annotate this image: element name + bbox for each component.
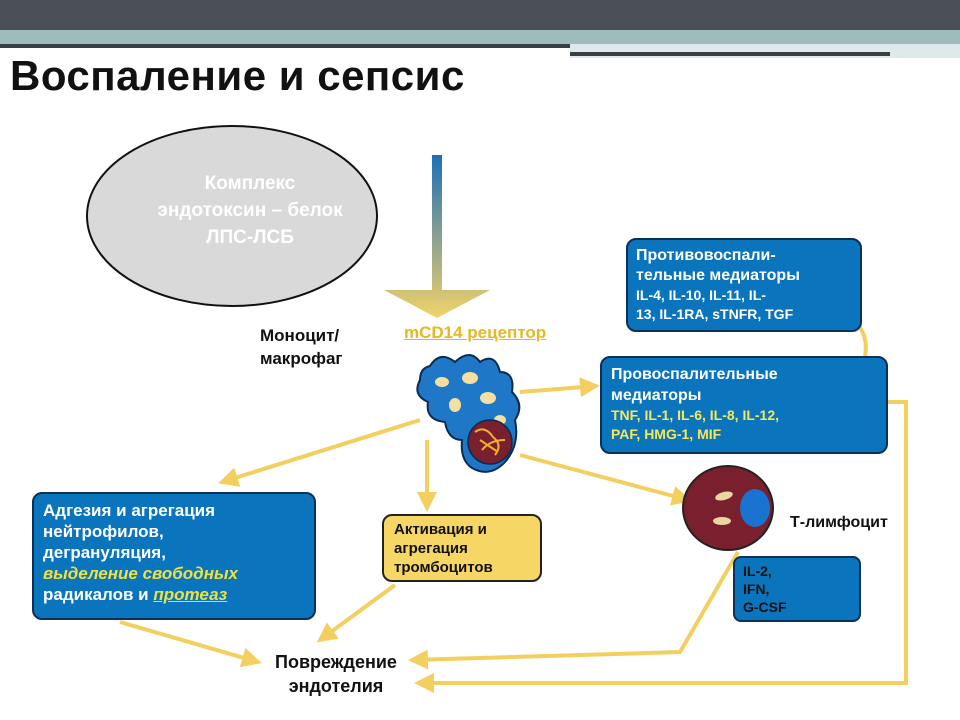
- t-cell-label: Т-лимфоцит: [790, 514, 888, 531]
- top-bar: [0, 0, 960, 30]
- pro-inflammatory-box: Провоспалительные медиаторы TNF, IL-1, I…: [600, 356, 888, 454]
- cytokines-box: IL-2, IFN, G-CSF: [733, 556, 861, 622]
- anti-list-2: 13, IL-1RA, sTNFR, TGF: [636, 306, 794, 322]
- anti-list-1: IL-4, IL-10, IL-11, IL-: [636, 287, 766, 303]
- complex-text: Комплекс эндотоксин – белок ЛПС-ЛСБ: [120, 170, 380, 250]
- gradient-arrow: [384, 155, 490, 318]
- platelets-line-2: агрегация: [394, 540, 468, 557]
- adhesion-line-3: дегрануляция,: [43, 543, 166, 562]
- arrow-to-adhesion: [218, 418, 421, 487]
- cytokines-line-3: G-CSF: [743, 599, 787, 615]
- pro-line-2: медиаторы: [611, 387, 702, 404]
- damage-label: Повреждение эндотелия: [256, 650, 416, 698]
- anti-line-2: тельные медиаторы: [636, 267, 800, 284]
- arrow-platelets-to-damage: [316, 583, 397, 643]
- adhesion-line-4: выделение свободных: [43, 564, 238, 583]
- cytokines-line-2: IFN,: [743, 581, 770, 597]
- title-rule-right: [570, 52, 890, 56]
- arrow-to-pro: [519, 377, 600, 398]
- pro-line-1: Провоспалительные: [611, 366, 778, 383]
- receptor-label: mCD14 рецептор: [404, 323, 547, 342]
- anti-inflammatory-box: Противовоспали- тельные медиаторы IL-4, …: [626, 238, 862, 332]
- monocyte-line-2: макрофаг: [260, 349, 343, 368]
- arrow-pro-to-damage: [414, 400, 908, 693]
- page-title: Воспаление и сепсис: [10, 52, 465, 99]
- arrow-to-tcell: [519, 453, 692, 506]
- adhesion-box: Адгезия и агрегация нейтрофилов, деграну…: [32, 492, 316, 620]
- complex-line-2: эндотоксин – белок: [157, 200, 343, 221]
- damage-line-2: эндотелия: [288, 676, 384, 696]
- cytokines-line-1: IL-2,: [743, 563, 772, 579]
- monocyte-cell: [416, 354, 521, 473]
- t-cell: [682, 465, 774, 551]
- adhesion-line-2: нейтрофилов,: [43, 522, 164, 541]
- monocyte-line-1: Моноцит/: [260, 326, 340, 345]
- complex-line-3: ЛПС-ЛСБ: [206, 227, 294, 248]
- monocyte-label: Моноцит/ макрофаг: [260, 324, 343, 370]
- damage-line-1: Повреждение: [275, 652, 397, 672]
- pro-list-1: TNF, IL-1, IL-6, IL-8, IL-12,: [611, 407, 780, 423]
- title-rule: [0, 44, 570, 48]
- pro-list-2: PAF, HMG-1, MIF: [611, 426, 722, 442]
- adhesion-line-1: Адгезия и агрегация: [43, 501, 216, 520]
- complex-line-1: Комплекс: [204, 173, 296, 194]
- arrow-adhesion-to-damage: [119, 620, 262, 668]
- arrow-tcell-to-damage: [408, 550, 740, 670]
- anti-line-1: Противовоспали-: [636, 247, 776, 264]
- complex-ellipse: [86, 125, 378, 307]
- platelets-line-1: Активация и: [394, 521, 487, 538]
- adhesion-line-5a: радикалов и: [43, 585, 154, 604]
- platelets-line-3: тромбоцитов: [394, 559, 493, 576]
- adhesion-line-5: радикалов и протеаз: [43, 584, 305, 605]
- adhesion-proteases-link: протеаз: [153, 585, 228, 604]
- platelets-box: Активация и агрегация тромбоцитов: [382, 514, 542, 582]
- accent-strip: [0, 30, 960, 44]
